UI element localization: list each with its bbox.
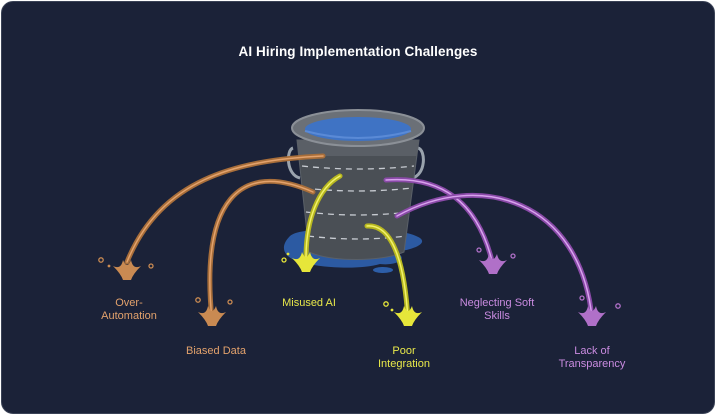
label-poor-integration: Poor Integration bbox=[378, 345, 430, 370]
bucket-handle bbox=[286, 146, 425, 180]
bucket-body bbox=[296, 139, 420, 260]
splash-biased-data bbox=[195, 297, 233, 326]
splash-lack-of-transparency bbox=[578, 295, 621, 326]
label-misused-ai: Misused AI bbox=[282, 297, 336, 309]
label-lack-of-transparency: Lack of Transparency bbox=[558, 345, 626, 370]
diagram-title: AI Hiring Implementation Challenges bbox=[238, 44, 478, 59]
splash-neglecting-soft-skills bbox=[476, 247, 516, 274]
splash-over-automation bbox=[98, 257, 154, 280]
splash-misused-ai bbox=[281, 252, 320, 272]
water-drop bbox=[373, 267, 393, 273]
label-biased-data: Biased Data bbox=[186, 345, 246, 357]
label-over-automation: Over- Automation bbox=[101, 297, 157, 322]
splash-poor-integration bbox=[383, 301, 422, 326]
bucket-water bbox=[305, 117, 411, 141]
label-neglecting-soft-skills: Neglecting Soft Skills bbox=[459, 297, 535, 322]
